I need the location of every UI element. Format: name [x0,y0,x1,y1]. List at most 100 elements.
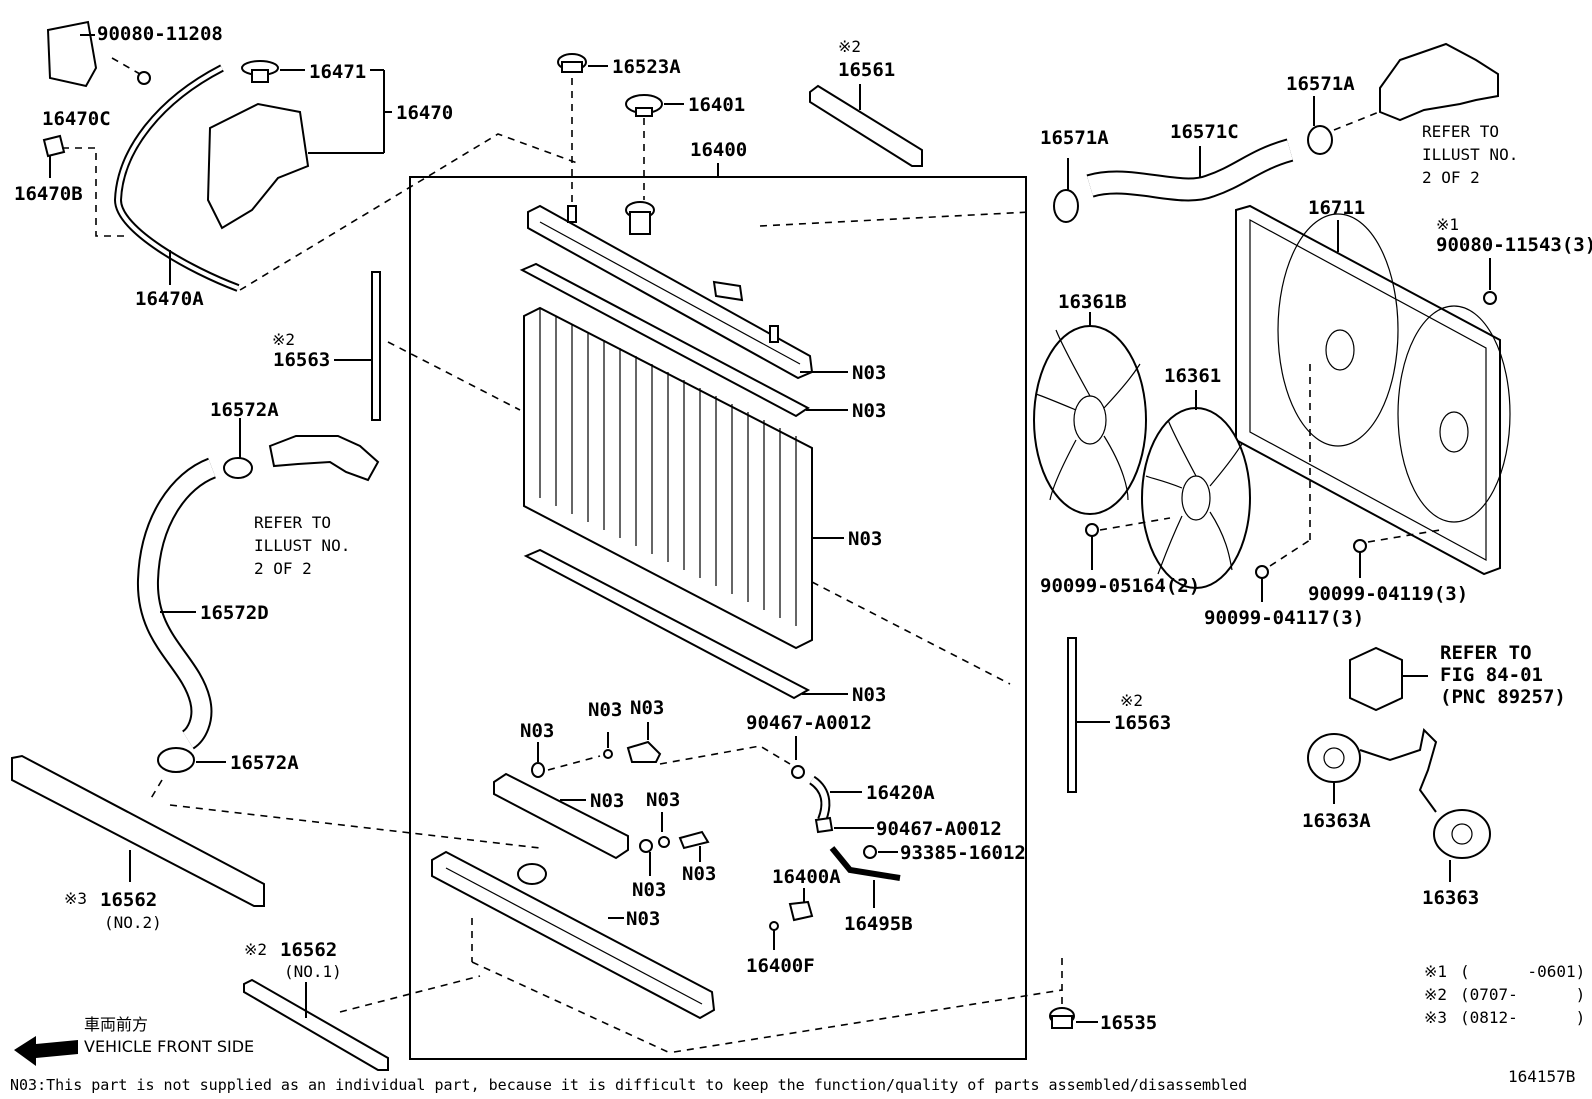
part-label-16470A[interactable]: 16470A [135,288,204,310]
refer-note-c-line3: (PNC 89257) [1440,686,1566,708]
part-label-90467-a[interactable]: 90467-A0012 [746,712,872,734]
part-label-16571C[interactable]: 16571C [1170,121,1239,143]
refer-note-a-line1: REFER TO [254,513,331,532]
legend-mark-2: ※2 [1424,985,1447,1004]
part-label-16563-left[interactable]: 16563 [273,349,330,371]
n03-label-d[interactable]: N03 [852,684,886,706]
lower-hose-clamp-top[interactable] [223,457,253,479]
n03-label-e[interactable]: N03 [520,720,554,742]
part-label-16470B[interactable]: 16470B [14,183,83,205]
legend-mark-1: ※1 [1424,962,1447,981]
vehicle-front-jp: 車両前方 [84,1015,148,1034]
upper-tank-gasket [519,262,810,418]
part-label-90099-04119[interactable]: 90099-04119(3) [1308,583,1468,605]
upper-hose-clamp-left[interactable] [1053,189,1079,223]
radiator-core[interactable] [523,306,813,650]
n03-label-k[interactable]: N03 [682,863,716,885]
legend-range-1: ( -0601) [1460,962,1585,981]
radiator-seal-no1[interactable] [243,978,389,1071]
figure-id: 164157B [1508,1067,1575,1086]
part-label-16562-no2-sub: (NO.2) [104,913,162,932]
legend-range-3: (0812- ) [1460,1008,1585,1027]
radiator-seal-no2[interactable] [11,754,265,907]
radiator-lower-tank[interactable] [431,850,716,1020]
part-label-16562-no1-mark: ※2 [244,940,267,959]
vehicle-front-arrow-icon [14,1036,78,1066]
fan-control-ecu [1349,646,1403,712]
oil-cooler-pipe[interactable] [829,846,901,881]
part-label-16401[interactable]: 16401 [688,94,745,116]
part-label-16470C[interactable]: 16470C [42,108,111,130]
lower-hose-clamp-bottom[interactable] [157,747,195,773]
upper-hose-clamp-right[interactable] [1307,125,1333,155]
cooling-fan[interactable] [1141,407,1251,589]
radiator-upper-tank[interactable] [527,204,814,380]
part-label-16711[interactable]: 16711 [1308,197,1365,219]
refer-note-b-line1: REFER TO [1422,122,1499,141]
part-label-16561-mark: ※2 [838,37,861,56]
part-label-16572D[interactable]: 16572D [200,602,269,624]
part-label-16363A[interactable]: 16363A [1302,810,1371,832]
coolant-reservoir[interactable] [206,102,310,230]
n03-label-i[interactable]: N03 [646,789,680,811]
part-label-16470[interactable]: 16470 [396,102,453,124]
part-label-16572A-top[interactable]: 16572A [210,399,279,421]
hose-clip[interactable] [42,134,66,158]
n03-label-a[interactable]: N03 [852,362,886,384]
cooling-fan-b[interactable] [1033,325,1147,515]
part-label-16471[interactable]: 16471 [309,61,366,83]
radiator-cap[interactable] [625,94,663,117]
part-label-16363[interactable]: 16363 [1422,887,1479,909]
part-label-16563-right[interactable]: 16563 [1114,712,1171,734]
n03-label-lower-tank[interactable]: N03 [626,908,660,930]
n03-label-g[interactable]: N03 [630,697,664,719]
n03-label-j[interactable]: N03 [632,879,666,901]
part-label-90080-11208[interactable]: 90080-11208 [97,23,223,45]
fan-motor[interactable] [1433,809,1491,859]
part-label-90080-11543[interactable]: 90080-11543(3) [1436,234,1592,256]
radiator-cushion-upper[interactable] [557,53,587,73]
n03-label-h[interactable]: N03 [590,790,624,812]
part-label-16572A-bottom[interactable]: 16572A [230,752,299,774]
part-label-16400[interactable]: 16400 [690,139,747,161]
part-label-16361[interactable]: 16361 [1164,365,1221,387]
radiator-seal-right[interactable] [1067,637,1077,793]
radiator-filler-neck [625,201,655,235]
fan-motor-a[interactable] [1307,733,1361,783]
part-label-16361B[interactable]: 16361B [1058,291,1127,313]
refer-note-c-line1: REFER TO [1440,642,1532,664]
part-label-16420A[interactable]: 16420A [866,782,935,804]
part-label-16571A-right[interactable]: 16571A [1286,73,1355,95]
lower-tank-gasket [523,548,811,700]
part-label-16400A[interactable]: 16400A [772,866,841,888]
part-label-16561[interactable]: 16561 [838,59,895,81]
part-label-16495B[interactable]: 16495B [844,913,913,935]
n03-label-c[interactable]: N03 [848,528,882,550]
part-label-16563-left-mark: ※2 [272,330,295,349]
part-label-16571A-left[interactable]: 16571A [1040,127,1109,149]
drain-cock [626,740,662,763]
part-label-90099-05164[interactable]: 90099-05164(2) [1040,575,1200,597]
part-label-16535[interactable]: 16535 [1100,1012,1157,1034]
part-label-90080-11543-mark: ※1 [1436,215,1459,234]
fan-shroud[interactable] [1235,204,1511,576]
part-label-16400F[interactable]: 16400F [746,955,815,977]
part-label-90467-b[interactable]: 90467-A0012 [876,818,1002,840]
n03-label-b[interactable]: N03 [852,400,886,422]
reservoir-cap[interactable] [241,60,279,83]
oil-cooler[interactable] [493,772,629,860]
radiator-seal-left[interactable] [371,271,381,421]
part-label-16523A[interactable]: 16523A [612,56,681,78]
part-label-16562-no2[interactable]: 16562 [100,889,157,911]
part-label-16563-right-mark: ※2 [1120,691,1143,710]
radiator-seal-top[interactable] [809,84,923,167]
part-label-16562-no2-mark: ※3 [64,889,87,908]
refer-note-a-line3: 2 OF 2 [254,559,312,578]
part-label-16562-no1[interactable]: 16562 [280,939,337,961]
part-label-90099-04117[interactable]: 90099-04117(3) [1204,607,1364,629]
reservoir-bracket[interactable] [46,20,98,88]
n03-label-f[interactable]: N03 [588,699,622,721]
water-outlet-housing [1379,42,1499,122]
part-label-93385[interactable]: 93385-16012 [900,842,1026,864]
radiator-cushion-lower[interactable] [1049,1007,1075,1029]
